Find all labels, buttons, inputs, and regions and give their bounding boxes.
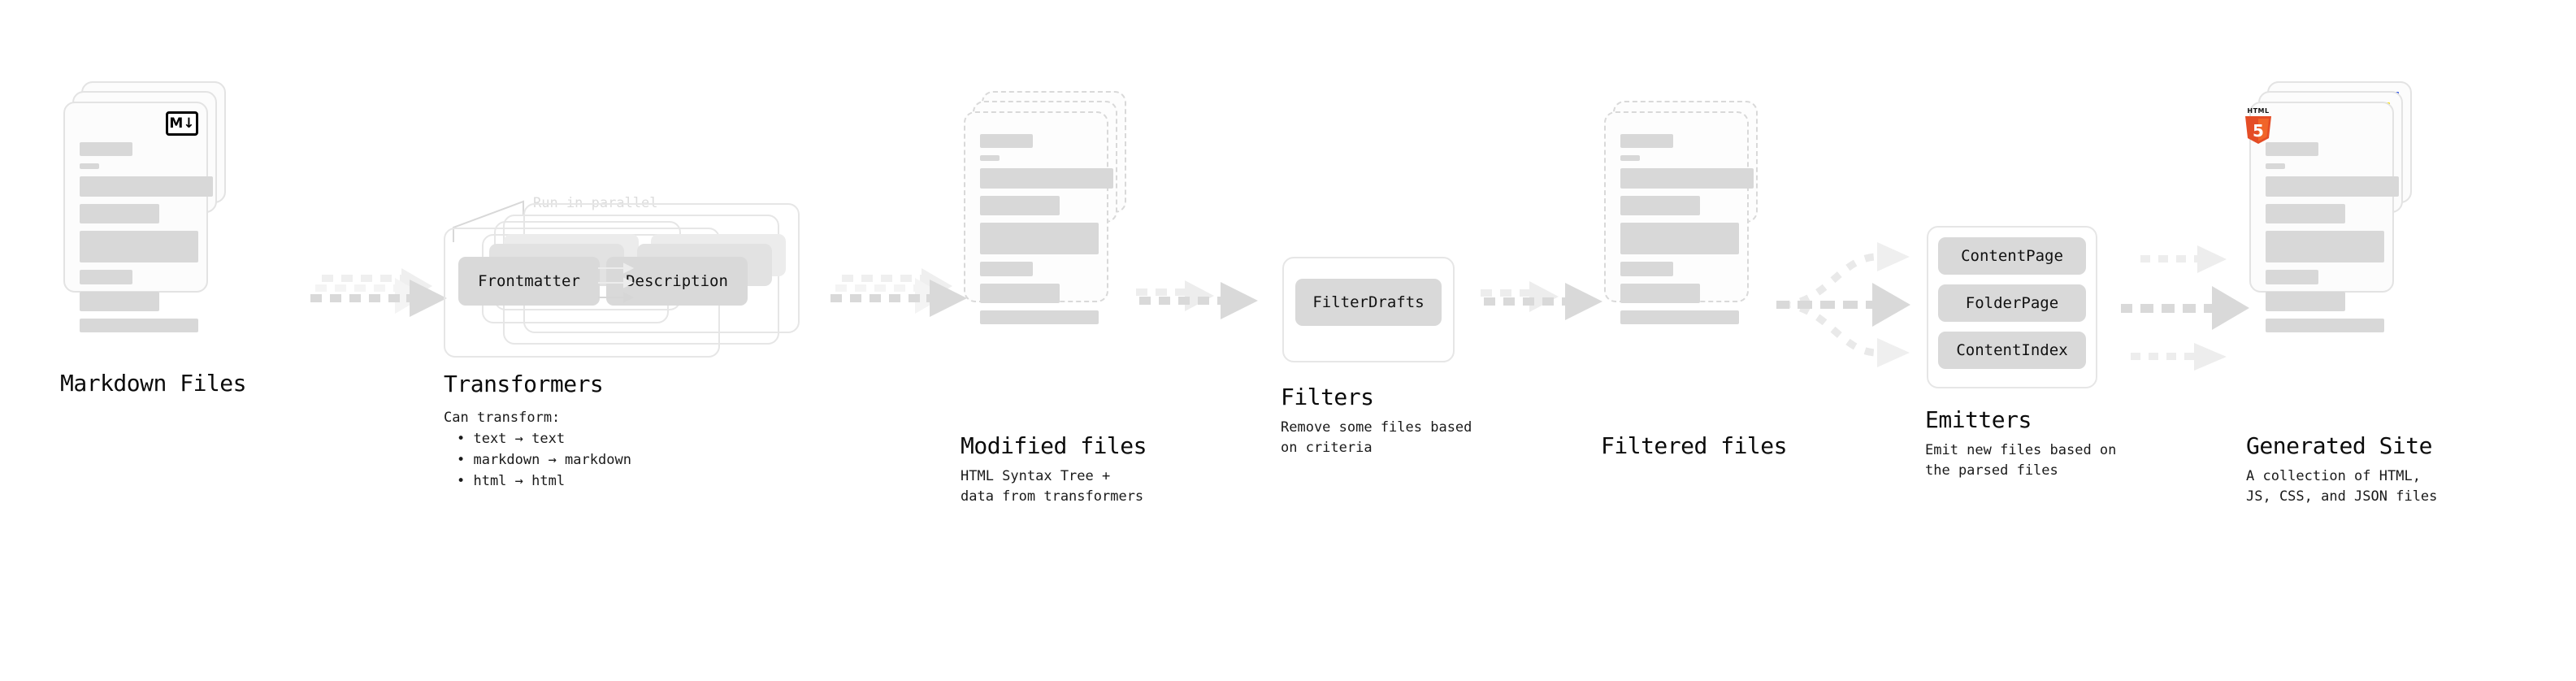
transformers-bullet-2: • html → html [457,473,566,489]
bar [1620,168,1754,189]
modified-files-subtitle: HTML Syntax Tree + data from transformer… [961,468,1144,505]
transformers-bullet-1: • markdown → markdown [457,452,631,468]
connector-filters-to-filtered [1481,281,1602,320]
frontmatter-pill[interactable]: Frontmatter [458,257,600,306]
contentpage-pill[interactable]: ContentPage [1938,237,2086,275]
filtered-placeholder-bars [1620,134,1754,332]
markdown-badge: M↓ [166,111,198,136]
filters-subtitle: Remove some files based on criteria [1281,419,1472,456]
bar [80,142,132,156]
html5-icon: HTML 5 [2243,107,2274,144]
transformers-bullet-0: • text → text [457,431,566,447]
transformers-title: Transformers [444,371,604,397]
filtered-card-front [1604,111,1754,324]
modified-card-stack [964,91,1126,324]
connector-filtered-to-emitters [1776,242,1910,367]
markdown-files-title: Markdown Files [60,370,247,397]
filters-title: Filters [1281,384,1374,410]
bar [1620,134,1673,148]
bar [980,134,1033,148]
bar [80,292,159,311]
emitters-subtitle: Emit new files based on the parsed files [1925,442,2117,479]
modified-files-title: Modified files [961,432,1147,459]
stage-generated-site: HTML 5 Generated Site A collection of HT… [2245,81,2437,505]
emitters-title: Emitters [1925,406,2032,433]
connector-emitters-to-generated [2121,245,2249,371]
stage-filtered-files: Filtered files [1601,91,1788,459]
transformer-internal-arrows [598,262,635,303]
bar [980,155,1000,161]
stage-markdown-files: M↓ Markdown Files [60,81,247,397]
generated-placeholder-bars [2266,142,2399,340]
bar [2266,176,2399,197]
bar [80,176,213,197]
bar [980,223,1099,254]
generated-card-stack: HTML 5 [2245,81,2412,332]
html5-wordmark: HTML [2247,107,2270,115]
generated-site-title: Generated Site [2246,432,2433,459]
bar [80,231,198,262]
connector-markdown-to-transformers [310,268,447,317]
markdown-placeholder-bars [80,142,213,340]
svg-text:5: 5 [2253,121,2264,141]
bar [80,319,198,332]
bar [980,262,1033,276]
bar [1620,155,1640,161]
contentindex-pill[interactable]: ContentIndex [1938,332,2086,369]
bar [1620,284,1700,303]
bar [1620,310,1739,324]
generated-site-subtitle: A collection of HTML, JS, CSS, and JSON … [2246,468,2438,505]
modified-card-front [964,111,1113,324]
connector-transformers-to-modified [830,268,967,317]
bar [1620,262,1673,276]
bar [2266,319,2384,332]
filtered-card-stack [1604,91,1767,324]
bar [980,284,1060,303]
stage-modified-files: Modified files HTML Syntax Tree + data f… [961,91,1147,505]
generated-card-front: HTML 5 [2245,102,2399,332]
bar [2266,163,2285,169]
connector-modified-to-filters [1136,280,1258,319]
bar [1620,223,1739,254]
bar [80,163,99,169]
bar [80,270,132,284]
bar [2266,270,2318,284]
bar [980,310,1099,324]
bar [2266,292,2345,311]
bar [2266,204,2345,223]
markdown-card-stack: M↓ [63,81,226,332]
filtered-files-title: Filtered files [1601,432,1788,459]
transformers-caption-head: Can transform: [444,410,561,426]
filterdrafts-pill[interactable]: FilterDrafts [1295,279,1442,326]
bar [1620,196,1700,215]
folderpage-pill[interactable]: FolderPage [1938,284,2086,322]
bar [980,196,1060,215]
markdown-card-front: M↓ [63,102,213,332]
bar [80,204,159,223]
bar [980,168,1113,189]
modified-placeholder-bars [980,134,1113,332]
bar [2266,142,2318,156]
bar [2266,231,2384,262]
